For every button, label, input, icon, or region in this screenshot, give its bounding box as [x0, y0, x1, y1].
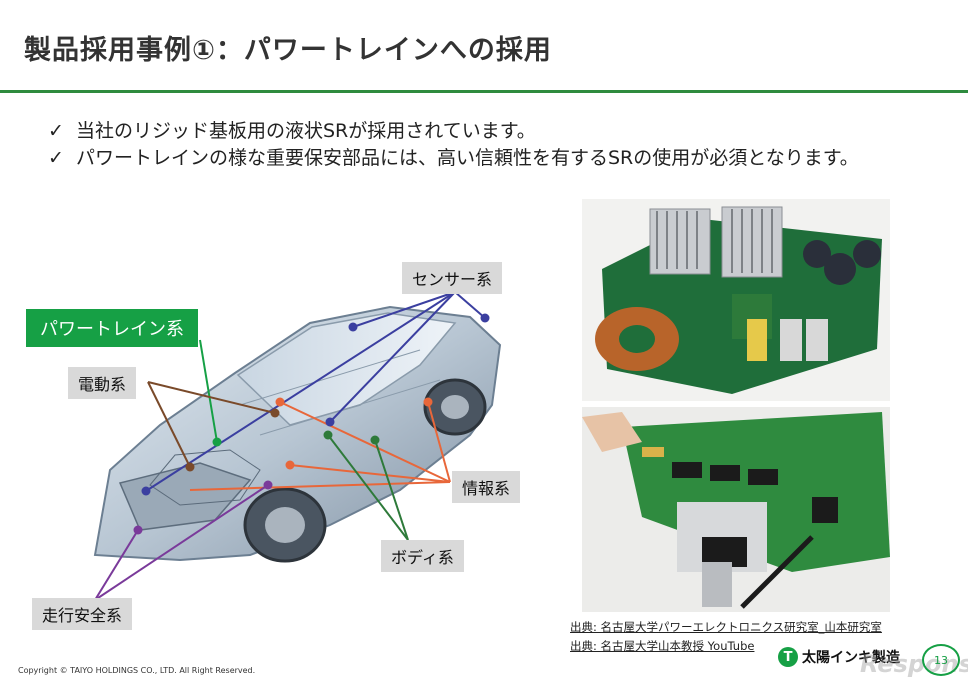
car-diagram	[93, 291, 502, 601]
power-board-photo	[582, 199, 890, 401]
page-title: 製品採用事例①：パワートレインへの採用	[24, 35, 552, 66]
bullet-item: ✓ パワートレインの様な重要保安部品には、高い信頼性を有するSRの使用が必須とな…	[48, 145, 908, 172]
info-callout-lines	[189, 401, 451, 491]
label-safety: 走行安全系	[32, 598, 133, 630]
check-icon: ✓	[48, 147, 64, 169]
source-citation-2: 出典: 名古屋大学山本教授 YouTube	[570, 639, 755, 653]
title-underline	[0, 90, 968, 93]
label-powertrain: パワートレイン系	[26, 309, 198, 347]
body-callout-lines	[327, 434, 409, 541]
bullet-text: パワートレインの様な重要保安部品には、高い信頼性を有するSRの使用が必須となりま…	[76, 147, 859, 169]
bullet-text: 当社のリジッド基板用の液状SRが採用されています。	[76, 120, 536, 142]
source-citation-1: 出典: 名古屋大学パワーエレクトロニクス研究室_山本研究室	[570, 620, 882, 634]
label-electric: 電動系	[68, 367, 137, 399]
logo-mark-icon: T	[778, 647, 798, 667]
callout-dots	[133, 313, 490, 535]
page-number: 13	[922, 644, 960, 676]
bullet-list: ✓ 当社のリジッド基板用の液状SRが採用されています。 ✓ パワートレインの様な…	[48, 118, 908, 172]
label-body: ボディ系	[381, 540, 464, 572]
sensor-callout-lines	[145, 291, 486, 492]
powertrain-callout-lines	[199, 339, 218, 443]
safety-callout-lines	[94, 484, 269, 601]
label-sensor: センサー系	[402, 262, 503, 294]
copyright: Copyright © TAIYO HOLDINGS CO., LTD. All…	[18, 666, 256, 675]
bullet-item: ✓ 当社のリジッド基板用の液状SRが採用されています。	[48, 118, 908, 145]
logo-text: 太陽インキ製造	[802, 650, 900, 666]
check-icon: ✓	[48, 120, 64, 142]
company-logo: T 太陽インキ製造	[778, 647, 900, 667]
control-board-photo	[582, 407, 890, 612]
label-info: 情報系	[452, 471, 521, 503]
electric-callout-lines	[147, 381, 276, 468]
